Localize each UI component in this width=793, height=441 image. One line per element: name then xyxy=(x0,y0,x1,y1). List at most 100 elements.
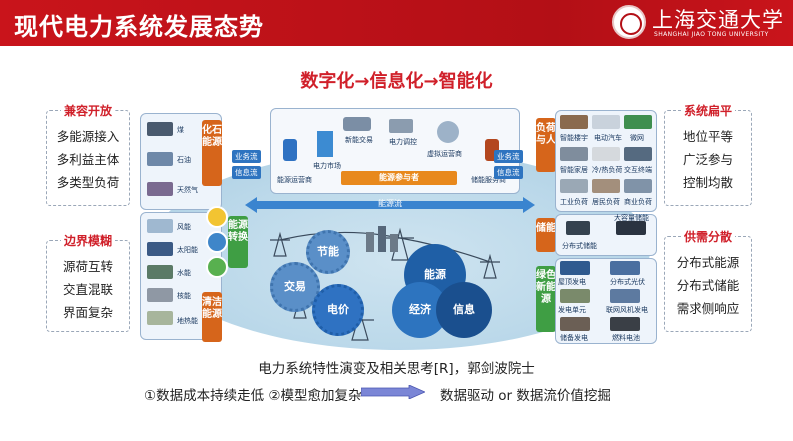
green-item: 燃料电池 xyxy=(612,334,640,342)
hvac-image xyxy=(592,147,620,161)
clean-item: 水能 xyxy=(177,269,191,277)
bottom-left-text: ①数据成本持续走低 ②模型愈加复杂 xyxy=(144,388,362,404)
storage-item: 大容量储能 xyxy=(614,214,649,222)
left-top-item: 多类型负荷 xyxy=(56,175,120,190)
business-flow-tag: 业务流 xyxy=(494,150,523,163)
fossil-item: 天然气 xyxy=(177,186,198,194)
operator-person-icon xyxy=(283,139,297,161)
clean-item: 地热能 xyxy=(177,317,198,325)
right-bottom-item: 分布式能源 xyxy=(676,255,740,270)
building-image xyxy=(560,115,588,129)
residential-image xyxy=(592,179,620,193)
load-item: 智能楼宇 xyxy=(560,134,588,142)
fossil-item: 石油 xyxy=(177,156,191,164)
right-bottom-box: 供需分散 分布式能源 分布式储能 需求侧响应 xyxy=(664,230,752,332)
left-top-box: 兼容开放 多能源接入 多利益主体 多类型负荷 xyxy=(46,104,130,206)
right-bottom-caption: 供需分散 xyxy=(680,230,735,244)
distributed-storage-image xyxy=(566,221,590,235)
right-top-box: 系统扁平 地位平等 广泛参与 控制均散 xyxy=(664,104,752,206)
left-bottom-item: 源荷互转 xyxy=(62,259,113,274)
green-item: 屋顶发电 xyxy=(558,278,586,286)
storage-label: 储能 xyxy=(536,218,556,252)
left-bottom-item: 交直混联 xyxy=(62,282,113,297)
trading-gear: 交易 xyxy=(270,262,320,312)
clean-item: 太阳能 xyxy=(177,246,198,254)
left-top-item: 多能源接入 xyxy=(56,129,120,144)
terminal-image xyxy=(624,147,652,161)
storage-card: 分布式储能 大容量储能 xyxy=(555,214,657,256)
slide-subtitle: 数字化→信息化→智能化 xyxy=(300,71,493,92)
gas-image xyxy=(147,182,173,196)
university-name-cn: 上海交通大学 xyxy=(652,8,784,32)
green-energy-card: 屋顶发电 分布式光伏 发电单元 联网风机发电 储备发电 燃料电池 xyxy=(555,258,657,344)
reference-caption: 电力系统特性演变及相关思考[R]，郭剑波院士 xyxy=(258,361,535,377)
wind-image xyxy=(147,219,173,233)
right-arrow-icon xyxy=(361,385,425,399)
load-item: 微网 xyxy=(630,134,644,142)
solar-image xyxy=(147,242,173,256)
microgrid-image xyxy=(624,115,652,129)
price-gear: 电价 xyxy=(312,284,364,336)
conversion-cycle-icon xyxy=(206,231,228,253)
participants-banner: 能源参与者 xyxy=(341,171,457,185)
participant-label: 能源运营商 xyxy=(277,176,312,184)
slide-title: 现代电力系统发展态势 xyxy=(14,13,264,41)
fossil-item: 煤 xyxy=(177,126,184,134)
ev-image xyxy=(592,115,620,129)
university-logo: 上海交通大学 SHANGHAI JIAO TONG UNIVERSITY xyxy=(612,4,790,44)
left-top-caption: 兼容开放 xyxy=(60,104,115,118)
commercial-image xyxy=(624,179,652,193)
oil-image xyxy=(147,152,173,166)
load-card: 智能楼宇 电动汽车 微网 智能家居 冷/热负荷 交互终端 工业负荷 居民负荷 商… xyxy=(555,110,657,212)
virtual-operator-icon xyxy=(437,121,459,143)
green-energy-label: 绿色新能源 xyxy=(536,266,556,332)
participant-label: 储能服务商 xyxy=(471,176,506,184)
trading-image xyxy=(343,117,371,131)
wind-turbine-image xyxy=(610,289,640,303)
right-top-item: 广泛参与 xyxy=(682,152,733,167)
load-item: 商业负荷 xyxy=(624,198,652,206)
geothermal-image xyxy=(147,311,173,325)
energy-flow-label: 能源流 xyxy=(378,199,402,208)
clean-item: 核能 xyxy=(177,292,191,300)
bottom-right-text: 数据驱动 or 数据流价值挖掘 xyxy=(440,388,611,404)
energy-flow-arrow xyxy=(245,197,535,213)
green-item: 联网风机发电 xyxy=(606,306,648,314)
information-circle: 信息 xyxy=(436,282,492,338)
right-top-item: 地位平等 xyxy=(682,129,733,144)
green-item: 分布式光伏 xyxy=(610,278,645,286)
distributed-pv-image xyxy=(610,261,640,275)
hydro-image xyxy=(147,265,173,279)
load-item: 智能家居 xyxy=(560,166,588,174)
energy-saving-gear: 节能 xyxy=(306,230,350,274)
energy-conversion-label: 能源转换 xyxy=(228,216,248,268)
nuclear-image xyxy=(147,288,173,302)
conversion-coin-icon xyxy=(206,206,228,228)
business-flow-tag: 业务流 xyxy=(232,150,261,163)
dispatch-image xyxy=(389,119,413,133)
participants-panel: 能源运营商 电力市场 新能交易 电力调控 虚拟运营商 储能服务商 能源参与者 xyxy=(270,108,520,194)
load-item: 工业负荷 xyxy=(560,198,588,206)
market-building-icon xyxy=(317,131,333,157)
participant-label: 虚拟运营商 xyxy=(427,150,462,158)
left-top-item: 多利益主体 xyxy=(56,152,120,167)
backup-generation-image xyxy=(560,317,590,331)
green-item: 发电单元 xyxy=(558,306,586,314)
right-bottom-item: 需求侧响应 xyxy=(676,301,740,316)
smart-home-image xyxy=(560,147,588,161)
storage-item: 分布式储能 xyxy=(562,242,597,250)
participant-label: 电力市场 xyxy=(313,162,341,170)
clean-energy-label: 清洁能源 xyxy=(202,292,222,342)
participant-label: 新能交易 xyxy=(345,136,373,144)
green-item: 储备发电 xyxy=(560,334,588,342)
fossil-energy-label: 化石能源 xyxy=(202,120,222,186)
header-bar: 现代电力系统发展态势 上海交通大学 SHANGHAI JIAO TONG UNI… xyxy=(0,0,793,46)
clean-item: 风能 xyxy=(177,223,191,231)
coal-image xyxy=(147,122,173,136)
substation-icon xyxy=(362,222,402,256)
rooftop-pv-image xyxy=(560,261,590,275)
info-flow-tag: 信息流 xyxy=(494,166,523,179)
conversion-lightning-icon xyxy=(206,256,228,278)
info-flow-tag: 信息流 xyxy=(232,166,261,179)
load-item: 交互终端 xyxy=(624,166,652,174)
